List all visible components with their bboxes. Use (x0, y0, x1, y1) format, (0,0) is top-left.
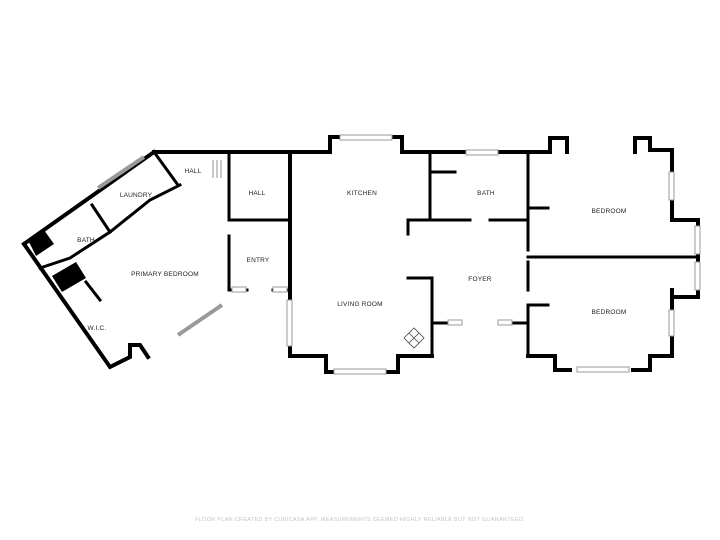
label-laundry: LAUNDRY (120, 192, 153, 199)
label-hall-top: HALL (184, 168, 201, 175)
label-living-room: LIVING ROOM (337, 301, 383, 308)
label-bath-left: BATH (77, 237, 95, 244)
label-bath-center: BATH (477, 190, 495, 197)
stair-marks (212, 160, 222, 178)
label-hall: HALL (248, 190, 265, 197)
label-bedroom-lower: BEDROOM (592, 309, 627, 316)
label-bedroom-upper: BEDROOM (592, 208, 627, 215)
label-wic: W.I.C. (88, 325, 107, 332)
interior-walls (38, 149, 700, 358)
compass-icon (403, 327, 425, 349)
label-kitchen: KITCHEN (347, 190, 377, 197)
diagonal-windows (96, 155, 224, 337)
windows (231, 134, 701, 375)
footer-credit: FLOOR PLAN CREATED BY CUBICASA APP. MEAS… (195, 517, 525, 523)
closet-blocks (28, 230, 86, 292)
room-labels: HALL LAUNDRY HALL KITCHEN BATH BEDROOM B… (77, 168, 626, 332)
exterior-walls (21, 135, 700, 374)
label-primary-bedroom: PRIMARY BEDROOM (131, 271, 199, 278)
label-entry: ENTRY (247, 257, 270, 264)
label-foyer: FOYER (468, 276, 491, 283)
